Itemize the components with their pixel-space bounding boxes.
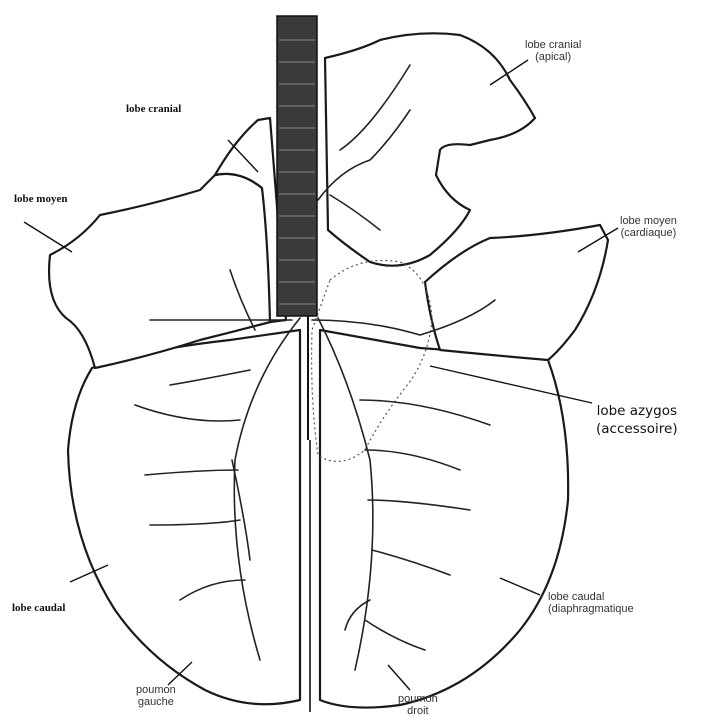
label-poumon-droit: poumon droit <box>398 694 438 717</box>
leader-moyen-left <box>24 222 72 252</box>
label-lobe-cranial-right-line1: lobe cranial <box>525 40 581 52</box>
label-lobe-cranial-left: lobe cranial <box>126 104 181 116</box>
label-poumon-gauche-line2: gauche <box>136 697 176 709</box>
label-lobe-caudal-right-line2: (diaphragmatique <box>548 604 634 616</box>
label-poumon-gauche: poumon gauche <box>136 685 176 708</box>
label-lobe-caudal-left: lobe caudal <box>12 603 65 615</box>
label-lobe-azygos: lobe azygos (accessoire) <box>596 404 678 436</box>
label-lobe-azygos-line1: lobe azygos <box>596 404 678 418</box>
label-lobe-caudal-right: lobe caudal (diaphragmatique <box>548 592 634 615</box>
label-poumon-droit-line1: poumon <box>398 694 438 706</box>
label-lobe-moyen-right: lobe moyen (cardiaque) <box>620 216 677 239</box>
label-lobe-moyen-right-line1: lobe moyen <box>620 216 677 228</box>
right-cranial-lobe <box>325 33 535 265</box>
left-caudal-lobe <box>68 330 300 704</box>
label-poumon-gauche-line1: poumon <box>136 685 176 697</box>
right-middle-lobe <box>425 225 608 360</box>
label-lobe-cranial-right: lobe cranial (apical) <box>525 40 581 63</box>
label-poumon-droit-line2: droit <box>398 706 438 718</box>
label-lobe-caudal-right-line1: lobe caudal <box>548 592 634 604</box>
label-lobe-moyen-left: lobe moyen <box>14 194 67 206</box>
label-lobe-cranial-right-line2: (apical) <box>525 52 581 64</box>
right-caudal-lobe <box>320 330 568 708</box>
label-lobe-moyen-right-line2: (cardiaque) <box>620 228 677 240</box>
label-lobe-azygos-line2: (accessoire) <box>596 422 678 436</box>
trachea <box>277 16 317 316</box>
